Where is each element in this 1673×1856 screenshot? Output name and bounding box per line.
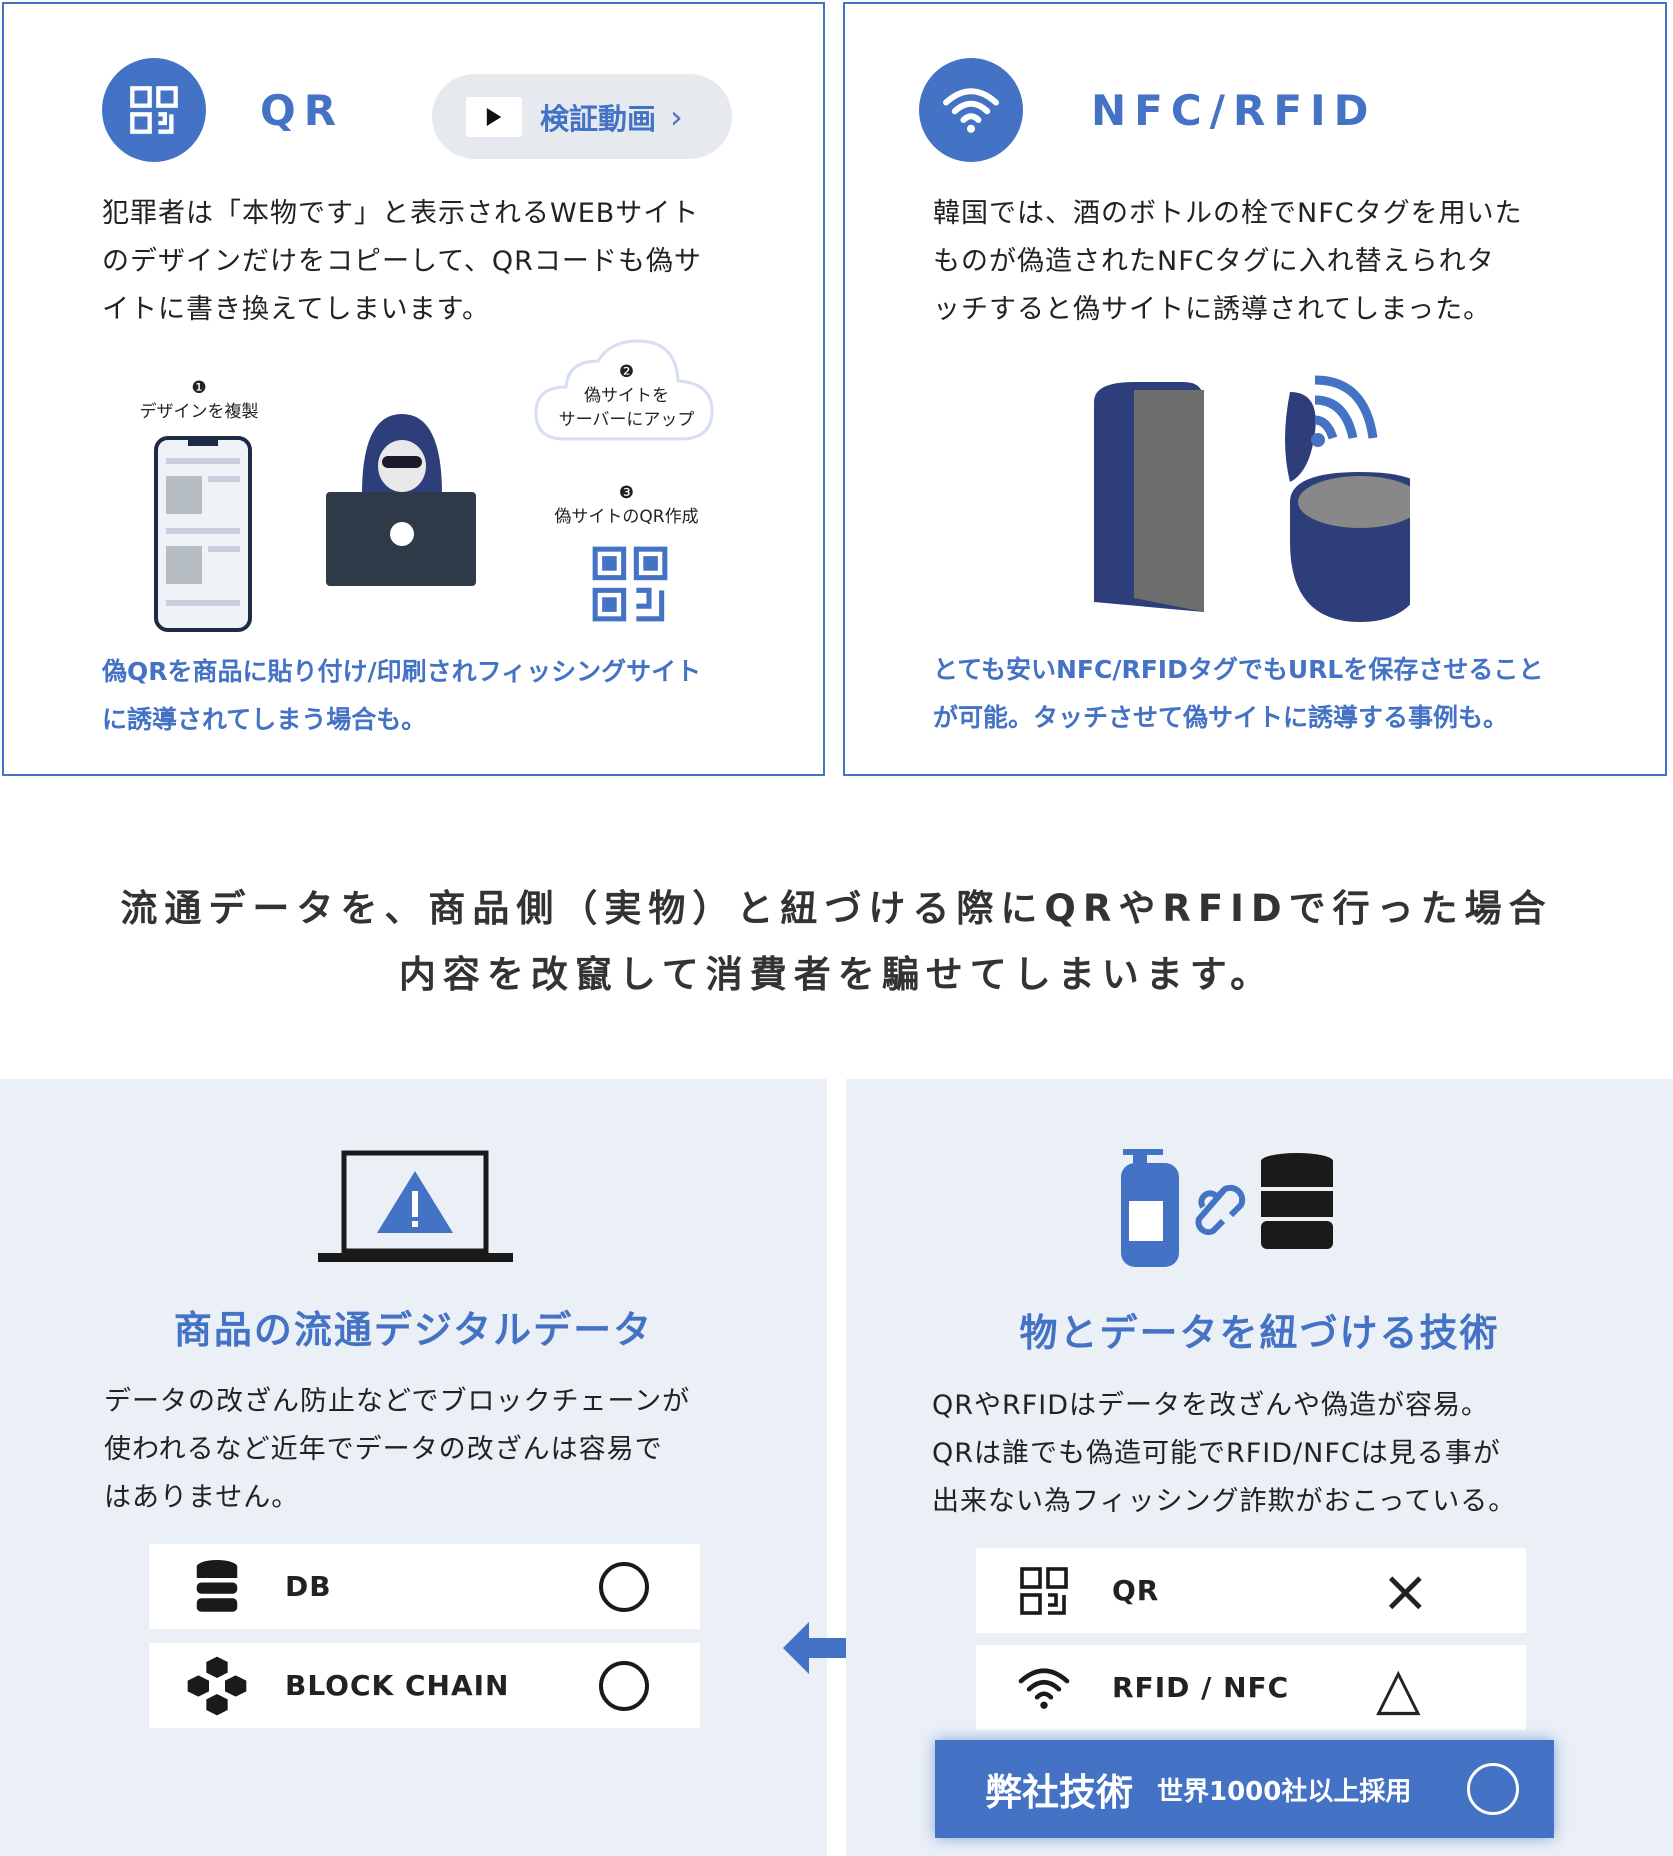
digital-data-body: データの改ざん防止などでブロックチェーンが 使われるなど近年でデータの改ざんは容… — [104, 1386, 691, 1513]
row-label: DB — [285, 1570, 332, 1603]
play-icon — [466, 96, 522, 137]
nfc-caption: とても安いNFC/RFIDタグでもURLを保存させること が可能。タッチさせて偽… — [933, 655, 1544, 732]
wifi-icon — [1004, 1665, 1084, 1711]
row-blockchain: BLOCK CHAIN — [149, 1643, 700, 1728]
row-qr: QR × — [976, 1548, 1526, 1633]
digital-data-title: 商品の流通デジタルデータ — [173, 1308, 654, 1352]
digital-data-panel: 商品の流通デジタルデータ データの改ざん防止などでブロックチェーンが 使われるな… — [0, 1079, 827, 1856]
row-label: RFID / NFC — [1112, 1671, 1290, 1704]
qr-card: QR 検証動画 › 犯罪者は「本物です」と表示されるWEBサイト のデザインだけ… — [2, 2, 825, 776]
body-line: のデザインだけをコピーして、QRコードも偽サ — [102, 246, 702, 277]
circle-mark — [599, 1660, 649, 1711]
headline-line-2: 内容を改竄して消費者を騙せてしまいます。 — [398, 953, 1275, 996]
our-technology-banner: 弊社技術 世界1000社以上採用 — [935, 1740, 1554, 1838]
fake-qr-icon — [592, 546, 668, 622]
laptop-warning-icon — [318, 1150, 513, 1262]
cross-mark: × — [1381, 1556, 1430, 1625]
verification-video-button[interactable]: 検証動画 › — [432, 74, 732, 159]
database-icon — [177, 1559, 257, 1614]
headline-line-1: 流通データを、商品側（実物）と紐づける際にQRやRFIDで行った場合 — [120, 887, 1553, 930]
qr-body: 犯罪者は「本物です」と表示されるWEBサイト のデザインだけをコピーして、QRコ… — [102, 190, 702, 334]
circle-mark — [599, 1561, 649, 1612]
body-line: イトに書き換えてしまいます。 — [102, 294, 490, 325]
body-line: 犯罪者は「本物です」と表示されるWEBサイト — [102, 198, 700, 229]
row-rfid-nfc: RFID / NFC △ — [976, 1645, 1526, 1730]
qr-code-icon — [102, 58, 206, 162]
banner-title: 弊社技術 — [985, 1771, 1133, 1814]
qr-title: QR — [260, 86, 345, 135]
nfc-card: NFC/RFID 韓国では、酒のボトルの栓でNFCタグを用いた ものが偽造された… — [843, 2, 1667, 776]
linking-tech-title: 物とデータを紐づける技術 — [1019, 1311, 1500, 1355]
linking-tech-panel: 物とデータを紐づける技術 QRやRFIDはデータを改ざんや偽造が容易。 QRは誰… — [846, 1079, 1673, 1856]
nfc-body: 韓国では、酒のボトルの栓でNFCタグを用いた ものが偽造されたNFCタグに入れ替… — [933, 198, 1523, 325]
hacker-illustration — [326, 414, 476, 586]
triangle-mark: △ — [1376, 1653, 1421, 1722]
chevron-right-icon: › — [670, 97, 683, 136]
qr-caption: 偽QRを商品に貼り付け/印刷されフィッシングサイト に誘導されてしまう場合も。 — [102, 657, 702, 734]
banner-subtitle: 世界1000社以上採用 — [1157, 1776, 1412, 1807]
row-label: BLOCK CHAIN — [285, 1669, 510, 1702]
smartphone-illustration — [154, 436, 252, 632]
qr-code-icon — [1004, 1566, 1084, 1615]
video-button-label: 検証動画 — [540, 101, 657, 136]
cloud-illustration — [534, 339, 714, 441]
wifi-icon — [919, 58, 1023, 162]
bottle-link-database-icon — [1121, 1149, 1333, 1267]
linking-tech-body: QRやRFIDはデータを改ざんや偽造が容易。 QRは誰でも偽造可能でRFID/N… — [932, 1390, 1517, 1517]
nfc-title: NFC/RFID — [1091, 86, 1377, 135]
circle-mark — [1467, 1763, 1519, 1815]
bottle-cap-illustration — [1094, 375, 1410, 622]
row-db: DB — [149, 1544, 700, 1629]
double-arrow-icon — [783, 1622, 893, 1674]
blockchain-icon — [177, 1654, 257, 1718]
row-label: QR — [1112, 1574, 1160, 1607]
